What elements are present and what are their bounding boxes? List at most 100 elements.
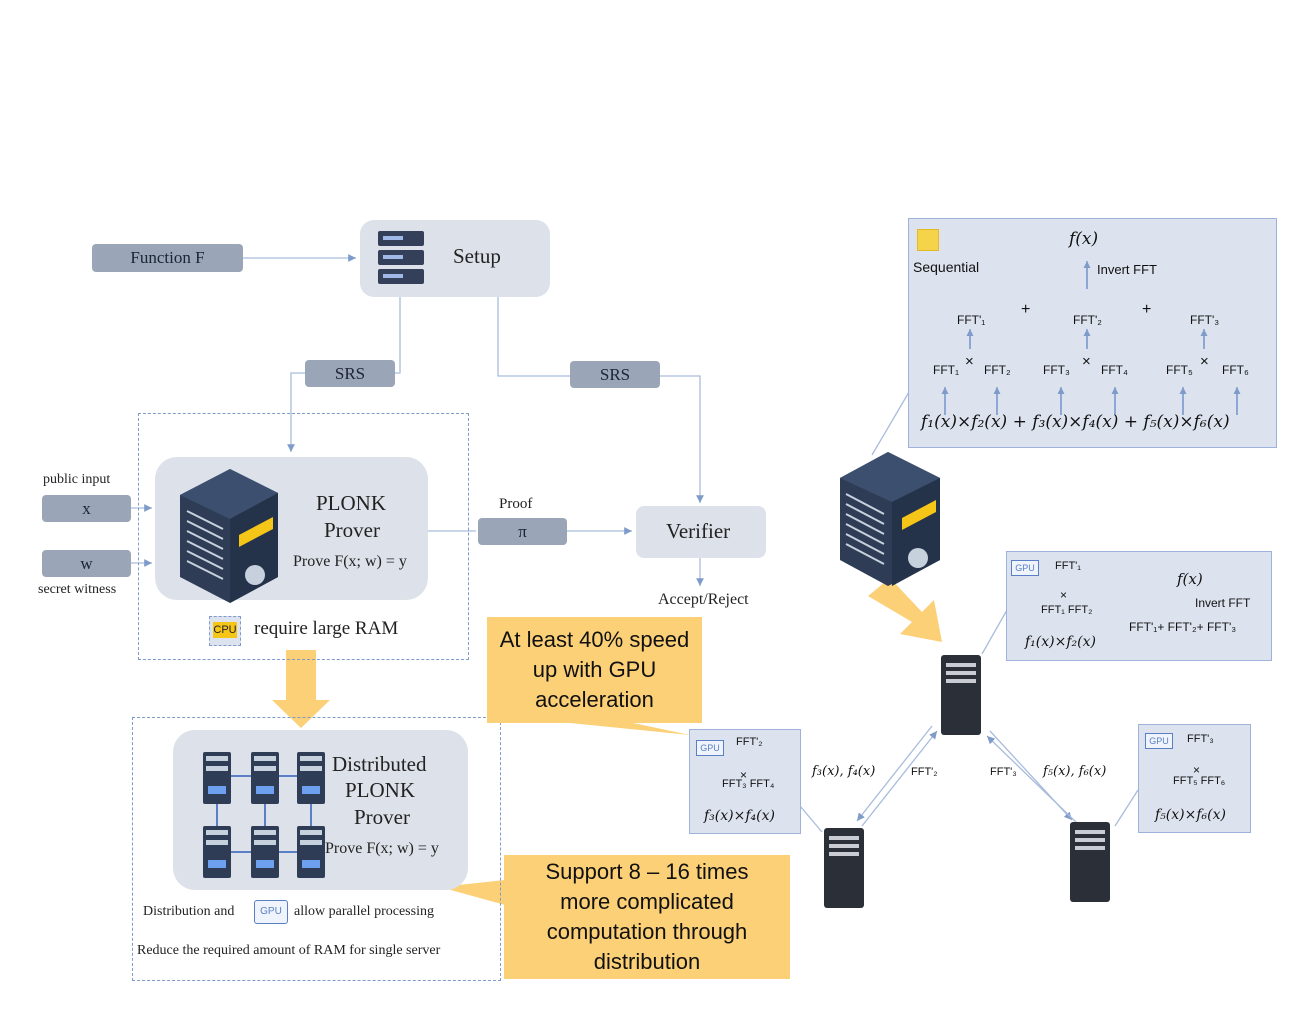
- distributed-boundary: [132, 717, 501, 981]
- seq-plus-1: +: [1021, 301, 1031, 318]
- right-fft56: FFT₅ FFT₆: [1173, 775, 1226, 787]
- top-f: f(x): [1177, 570, 1203, 588]
- seq-fftp3: FFT'₃: [1190, 313, 1220, 327]
- public-input-value: x: [82, 498, 91, 518]
- left-fftp: FFT'₂: [736, 736, 763, 748]
- secret-witness-value: w: [80, 553, 93, 573]
- top-invert: Invert FFT: [1195, 596, 1251, 610]
- right-send-label: f₅(x), f₆(x): [1043, 764, 1107, 779]
- server-stack-icon: [378, 231, 424, 285]
- proof-label: Proof: [499, 496, 533, 512]
- right-gpu-icon: GPU: [1145, 733, 1173, 749]
- line-setup-srs-left: [395, 297, 401, 374]
- tower-server-right: [1070, 822, 1110, 902]
- top-fft12: FFT₁ FFT₂: [1041, 604, 1093, 616]
- server-icon: [180, 469, 278, 603]
- seq-fft1: FFT₁: [933, 363, 960, 377]
- seq-times-1: ×: [965, 353, 974, 370]
- support-text: Support 8 – 16 times more complicated co…: [545, 859, 749, 974]
- seq-times-3: ×: [1200, 353, 1209, 370]
- line-setup-srs-right: [497, 297, 570, 377]
- secret-witness-label: secret witness: [38, 582, 117, 597]
- seq-fft6: FFT₆: [1222, 363, 1249, 377]
- prover-statement: Prove F(x; w) = y: [293, 553, 407, 570]
- top-node-panel: GPU FFT'₁ × FFT₁ FFT₂ f₁(x)×f₂(x) f(x) I…: [1006, 551, 1272, 661]
- left-fft34: FFT₃ FFT₄: [722, 778, 775, 790]
- prover-title-1: PLONK: [316, 491, 387, 515]
- yellow-diagonal-arrow: [868, 578, 942, 642]
- right-times: ×: [1193, 763, 1201, 777]
- setup-box: Setup: [360, 220, 550, 297]
- seq-fft4: FFT₄: [1101, 363, 1128, 377]
- speedup-callout: At least 40% speed up with GPU accelerat…: [487, 617, 702, 723]
- top-gpu-icon: GPU: [1011, 560, 1039, 576]
- require-ram-label: require large RAM: [254, 618, 399, 639]
- line-server-to-panel: [871, 391, 910, 456]
- right-return-label: FFT'₃: [990, 766, 1017, 778]
- left-return-label: FFT'₂: [911, 766, 938, 778]
- top-formula: f₁(x)×f₂(x): [1025, 634, 1096, 650]
- accept-reject-label: Accept/Reject: [658, 591, 749, 608]
- big-server-icon: [840, 452, 940, 586]
- cpu-sequential-icon: [917, 229, 939, 251]
- srs-left-label: SRS: [334, 363, 366, 383]
- function-f-label: Function F: [130, 248, 205, 267]
- dist-title-1: Distributed: [332, 752, 427, 776]
- setup-label: Setup: [453, 244, 501, 268]
- arrow-srs-to-prover: [287, 372, 305, 452]
- seq-invert-label: Invert FFT: [1097, 262, 1157, 277]
- yellow-down-arrow: [272, 650, 330, 728]
- left-node-panel: GPU FFT'₂ × FFT₃ FFT₄ f₃(x)×f₄(x): [689, 729, 801, 834]
- right-formula: f₅(x)×f₆(x): [1155, 807, 1226, 823]
- seq-fft5: FFT₅: [1166, 363, 1193, 377]
- seq-fft2: FFT₂: [984, 363, 1011, 377]
- prover-boundary: [138, 413, 469, 660]
- sequential-panel: Sequential f(x) Invert FFT FFT'₁ + FFT'₂…: [908, 218, 1277, 448]
- tower-server-left: [824, 828, 864, 908]
- right-fftp: FFT'₃: [1187, 733, 1214, 745]
- support-callout: Support 8 – 16 times more complicated co…: [504, 855, 790, 979]
- distributed-prover-box: Distributed PLONK Prover Prove F(x; w) =…: [173, 730, 468, 890]
- right-node-panel: GPU FFT'₃ × FFT₅ FFT₆ f₅(x)×f₆(x): [1138, 724, 1251, 833]
- function-f-box: Function F: [92, 244, 243, 272]
- proof-symbol: π: [518, 521, 527, 541]
- left-gpu-icon: GPU: [696, 740, 724, 756]
- seq-plus-2: +: [1142, 301, 1152, 318]
- line-top-node-panel: [981, 609, 1008, 655]
- seq-formula: f₁(x)×f₂(x) + f₃(x)×f₄(x) + f₅(x)×f₆(x): [921, 412, 1230, 432]
- arrow-top-to-node-left: [856, 725, 933, 822]
- dist-note-pre: Distribution and: [143, 904, 235, 919]
- server-grid-icon: [203, 752, 325, 878]
- gpu-chip-icon: GPU: [254, 900, 288, 924]
- top-fftp1: FFT'₁: [1055, 560, 1081, 572]
- left-send-label: f₃(x), f₄(x): [812, 764, 876, 779]
- cpu-chip-label: CPU: [213, 622, 237, 638]
- arrow-node-left-to-top: [861, 730, 938, 827]
- reduce-ram-note: Reduce the required amount of RAM for si…: [137, 943, 441, 958]
- line-left-node-panel: [799, 805, 823, 833]
- seq-fft3: FFT₃: [1043, 363, 1070, 377]
- arrow-node-right-to-top: [986, 735, 1079, 825]
- arrow-srs-to-verifier: [660, 375, 704, 503]
- tower-server-top: [941, 655, 981, 735]
- dist-title-3: Prover: [354, 805, 410, 829]
- public-input-label: public input: [43, 472, 111, 487]
- dist-statement: Prove F(x; w) = y: [325, 840, 439, 857]
- srs-right-label: SRS: [599, 364, 631, 384]
- sequential-label: Sequential: [913, 259, 980, 275]
- srs-right-box: SRS: [570, 361, 660, 388]
- seq-times-2: ×: [1082, 353, 1091, 370]
- dist-title-2: PLONK: [345, 778, 416, 802]
- sequential-panel-arrows: [941, 261, 1241, 415]
- top-sum: FFT'₁+ FFT'₂+ FFT'₃: [1129, 620, 1237, 634]
- prover-title-2: Prover: [324, 518, 380, 542]
- left-formula: f₃(x)×f₄(x): [704, 808, 775, 824]
- left-times: ×: [740, 768, 748, 782]
- dist-note-post: allow parallel processing: [294, 904, 434, 919]
- verifier-box: Verifier: [636, 506, 766, 558]
- cpu-chip-icon: CPU: [209, 616, 241, 646]
- public-input-box: x: [42, 495, 131, 522]
- top-times: ×: [1060, 588, 1068, 602]
- seq-fftp1: FFT'₁: [957, 313, 986, 327]
